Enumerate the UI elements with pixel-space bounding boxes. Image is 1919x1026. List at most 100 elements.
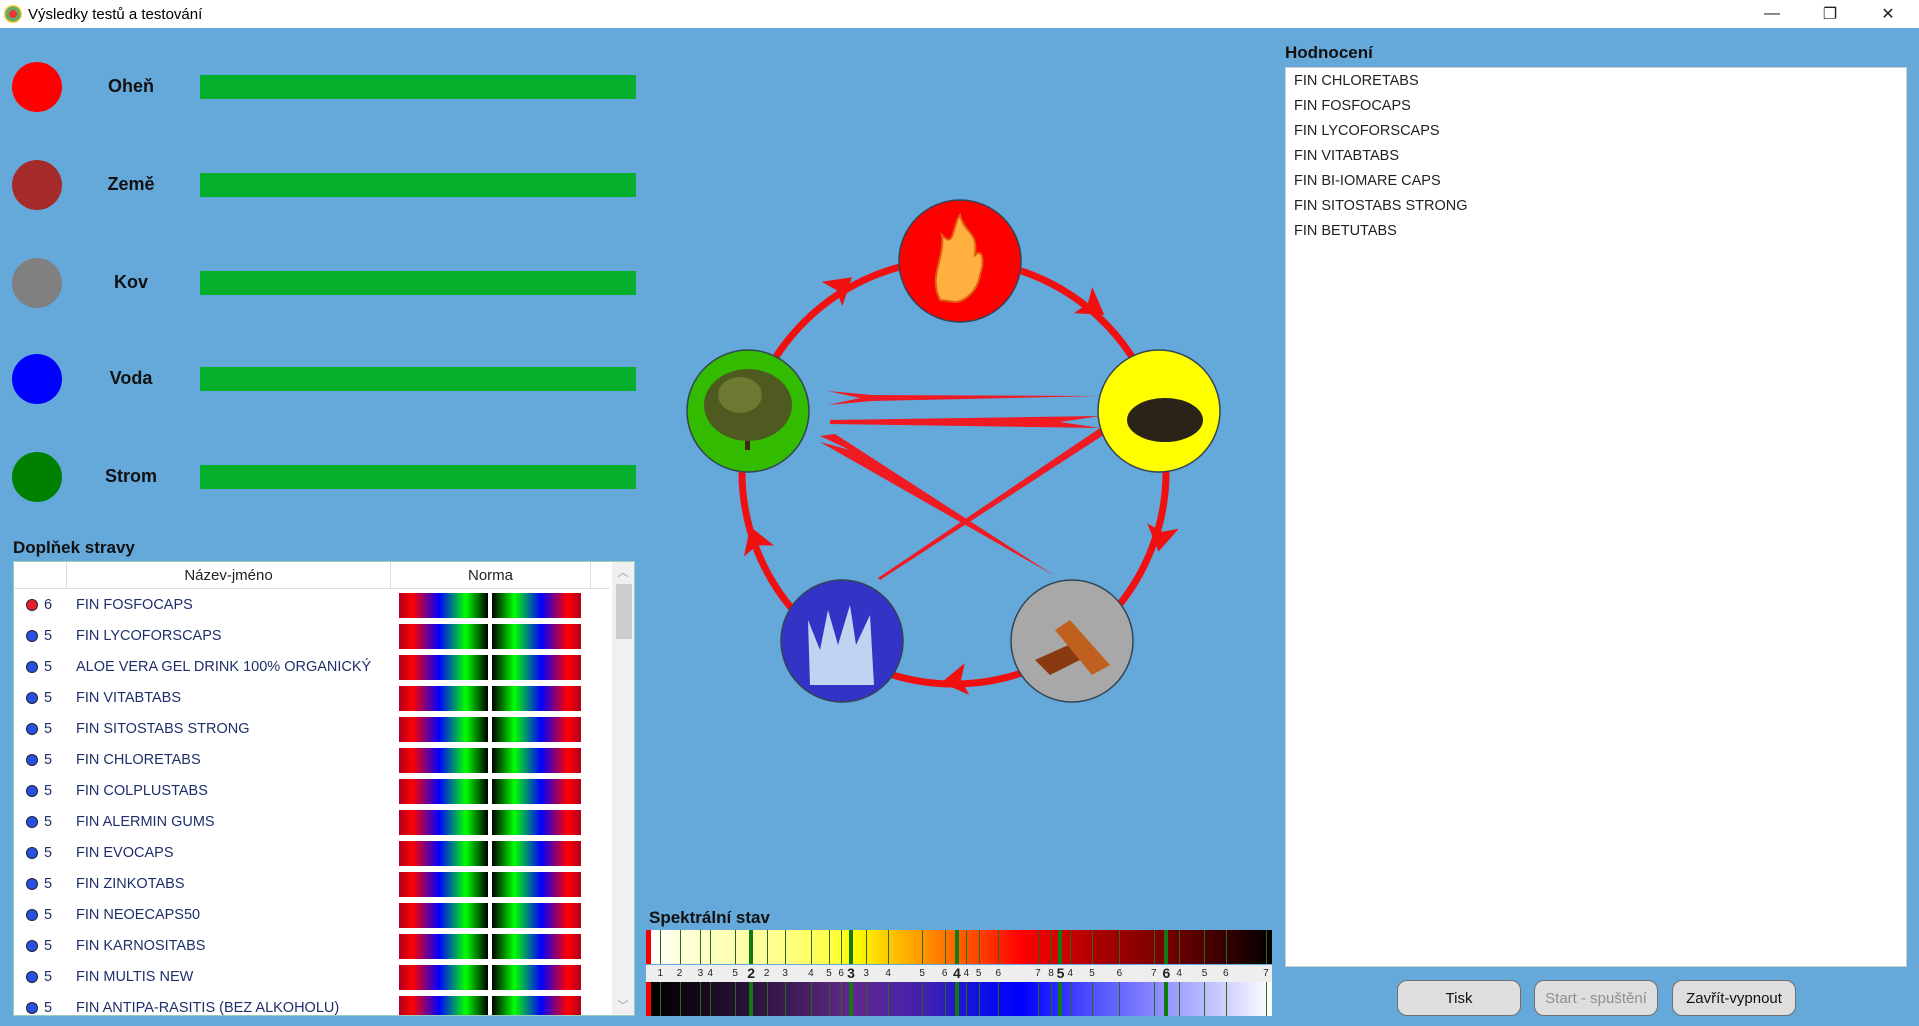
spectral-tick-label: 6 — [1162, 965, 1171, 981]
table-row[interactable]: 5 FIN COLPLUSTABS — [14, 776, 610, 807]
status-dot — [26, 940, 38, 952]
spectral-line — [749, 930, 754, 964]
evaluation-item[interactable]: FIN CHLORETABS — [1294, 73, 1419, 89]
element-color-dot — [12, 62, 62, 112]
row-name: FIN EVOCAPS — [76, 845, 174, 861]
status-dot — [26, 816, 38, 828]
spectral-tick-label: 3 — [847, 965, 855, 981]
table-row[interactable]: 5 FIN ANTIPA-RASITIS (BEZ ALKOHOLU) — [14, 993, 610, 1015]
row-score: 5 — [44, 628, 53, 644]
spectral-line — [1204, 930, 1206, 964]
row-name: FIN CHLORETABS — [76, 752, 201, 768]
scroll-up-icon[interactable]: ︿ — [617, 567, 629, 579]
table-row[interactable]: 5 FIN CHLORETABS — [14, 745, 610, 776]
spectral-line — [828, 982, 830, 1016]
status-dot — [26, 723, 38, 735]
table-row[interactable]: 5 FIN ZINKOTABS — [14, 869, 610, 900]
node-wood[interactable] — [686, 349, 810, 473]
node-earth[interactable] — [1097, 349, 1221, 473]
evaluation-item[interactable]: FIN LYCOFORSCAPS — [1294, 123, 1440, 139]
spectral-line — [1225, 982, 1227, 1016]
spectral-line — [1058, 982, 1063, 1016]
row-score: 5 — [44, 721, 53, 737]
node-fire[interactable] — [898, 199, 1022, 323]
norma-spectrum — [399, 934, 581, 959]
spectral-tick-label: 5 — [1056, 965, 1065, 981]
window-title: Výsledky testů a testování — [28, 5, 203, 23]
spectral-tick-label: 4 — [1067, 968, 1074, 979]
arrow-water-to-wood — [743, 526, 775, 557]
norma-spectrum — [399, 655, 581, 680]
minimize-button[interactable]: — — [1764, 5, 1780, 22]
node-metal[interactable] — [1010, 579, 1134, 703]
table-row[interactable]: 5 FIN VITABTABS — [14, 683, 610, 714]
spectral-line — [1051, 930, 1053, 964]
row-name: FIN SITOSTABS STRONG — [76, 721, 250, 737]
evaluation-list[interactable]: FIN CHLORETABS FIN FOSFOCAPS FIN LYCOFORSC… — [1285, 67, 1907, 967]
table-row[interactable]: 5 FIN NEOECAPS50 — [14, 900, 610, 931]
spectral-line — [978, 930, 980, 964]
row-score: 5 — [44, 783, 53, 799]
spectral-line — [679, 982, 681, 1016]
table-scrollbar[interactable]: ︿ ﹀ — [612, 562, 634, 1015]
spectral-tick-label: 6 — [941, 968, 948, 979]
print-button[interactable]: Tisk — [1397, 980, 1521, 1016]
spectral-line — [1265, 930, 1267, 964]
table-row[interactable]: 5 FIN EVOCAPS — [14, 838, 610, 869]
table-row[interactable]: 5 FIN SITOSTABS STRONG — [14, 714, 610, 745]
status-dot — [26, 785, 38, 797]
spectral-line — [998, 930, 1000, 964]
flame-icon — [934, 212, 984, 304]
scrollbar-thumb[interactable] — [616, 584, 632, 639]
restore-button[interactable]: ❐ — [1822, 6, 1838, 23]
table-row[interactable]: 5 ALOE VERA GEL DRINK 100% ORGANICKÝ — [14, 652, 610, 683]
spectral-line — [828, 930, 830, 964]
table-row[interactable]: 5 FIN ALERMIN GUMS — [14, 807, 610, 838]
element-color-dot — [12, 160, 62, 210]
table-row[interactable]: 5 FIN LYCOFORSCAPS — [14, 621, 610, 652]
node-water[interactable] — [780, 579, 904, 703]
spectral-tick-label: 4 — [707, 968, 714, 979]
spectral-line — [922, 982, 924, 1016]
spectral-tick-label: 8 — [1048, 968, 1054, 979]
spectral-line — [710, 930, 712, 964]
evaluation-item[interactable]: FIN VITABTABS — [1294, 148, 1400, 164]
table-row[interactable]: 5 FIN KARNOSITABS — [14, 931, 610, 962]
supplements-table: Název-jméno Norma 6 FIN FOSFOCAPS 5 FIN … — [13, 561, 635, 1016]
row-name: ALOE VERA GEL DRINK 100% ORGANICKÝ — [76, 659, 372, 675]
norma-spectrum — [399, 996, 581, 1015]
table-row[interactable]: 6 FIN FOSFOCAPS — [14, 590, 610, 621]
supplements-title: Doplňek stravy — [13, 538, 135, 557]
spectral-tick-label: 5 — [826, 968, 832, 979]
evaluation-item[interactable]: FIN BETUTABS — [1294, 223, 1397, 239]
status-dot — [26, 909, 38, 921]
header-norma[interactable]: Norma — [391, 562, 591, 588]
table-row[interactable]: 5 FIN MULTIS NEW — [14, 962, 610, 993]
arrow-wood-to-fire — [821, 277, 852, 307]
element-label: Voda — [109, 368, 153, 388]
five-elements-diagram — [686, 199, 1221, 703]
spectral-line — [785, 930, 787, 964]
norma-spectrum — [399, 717, 581, 742]
cycle-arrows — [743, 277, 1179, 695]
spectral-line — [888, 982, 890, 1016]
norma-spectrum — [399, 965, 581, 990]
row-score: 5 — [44, 845, 53, 861]
evaluation-item[interactable]: FIN SITOSTABS STRONG — [1294, 198, 1468, 214]
evaluation-item[interactable]: FIN FOSFOCAPS — [1294, 98, 1411, 114]
norma-spectrum — [399, 624, 581, 649]
spectral-line — [841, 982, 843, 1016]
title-bar: Výsledky testů a testování — ❐ ✕ — [0, 0, 1919, 28]
spectral-line — [1091, 982, 1093, 1016]
start-button[interactable]: Start - spuštění — [1534, 980, 1658, 1016]
spectral-tick-label: 5 — [975, 968, 982, 979]
spectral-line — [1179, 982, 1181, 1016]
evaluation-item[interactable]: FIN BI-IOMARE CAPS — [1294, 173, 1441, 189]
scroll-down-icon[interactable]: ﹀ — [617, 1000, 629, 1012]
close-app-button[interactable]: Zavřít-vypnout — [1672, 980, 1796, 1016]
spectral-line — [966, 930, 968, 964]
spectral-line — [810, 982, 812, 1016]
header-name[interactable]: Název-jméno — [67, 562, 391, 588]
close-button[interactable]: ✕ — [1881, 6, 1895, 23]
